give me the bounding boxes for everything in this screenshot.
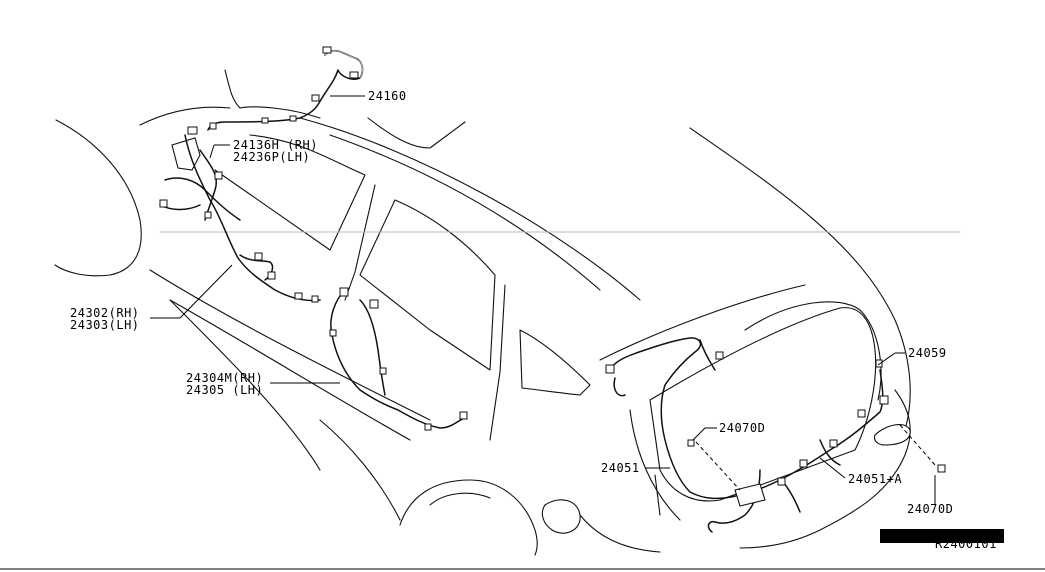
leader-lines: [150, 95, 936, 505]
vehicle-body-outline: [54, 69, 961, 556]
label-24059: 24059: [908, 346, 947, 360]
front-door-harness-24302: [159, 126, 321, 303]
label-24136h: 24136H (RH): [233, 138, 318, 152]
redaction-bar: [880, 529, 1004, 543]
label-24302: 24302(RH): [70, 306, 140, 320]
label-24160: 24160: [368, 89, 407, 103]
rear-door-harness-24304: [329, 287, 468, 431]
label-24070d-upper: 24070D: [719, 421, 765, 435]
rear-hatch-harness-24051: [605, 337, 946, 533]
roof-harness-24160: [207, 46, 364, 131]
label-24303: 24303(LH): [70, 318, 140, 332]
label-24070d-lower: 24070D: [907, 502, 953, 516]
label-24305: 24305 (LH): [186, 383, 263, 397]
label-24304m: 24304M(RH): [186, 371, 263, 385]
diagram-code: R2400101: [880, 529, 1004, 551]
part-labels: 24160 24136H (RH) 24236P(LH) 24302(RH) 2…: [70, 89, 953, 516]
label-24051: 24051: [601, 461, 640, 475]
label-24051a: 24051+A: [848, 472, 902, 486]
label-24236p: 24236P(LH): [233, 150, 310, 164]
